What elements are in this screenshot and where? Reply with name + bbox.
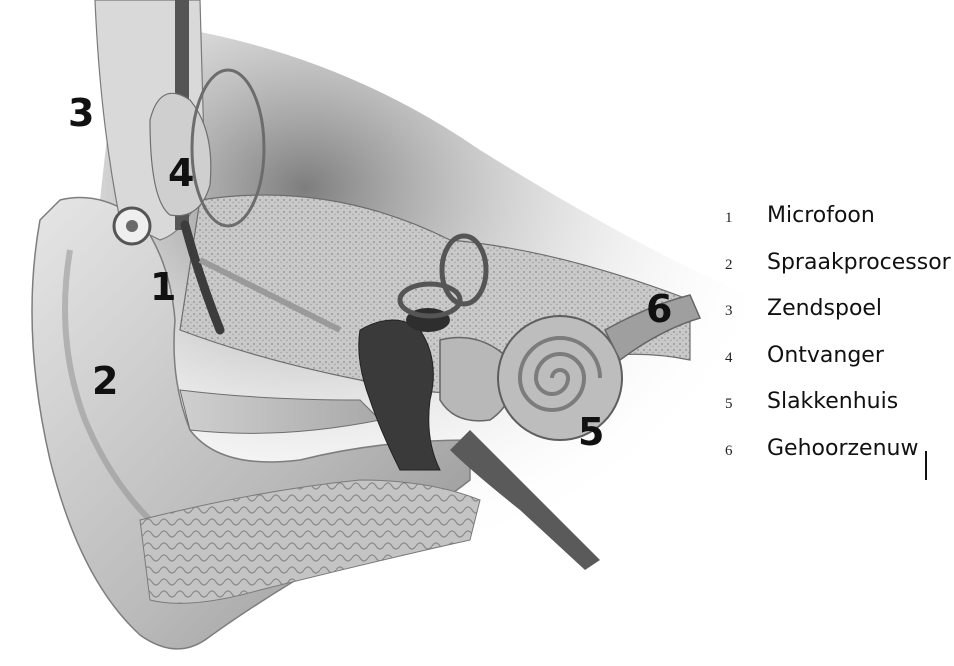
legend: 1 Microfoon 2 Spraakprocessor 3 Zendspoe… xyxy=(725,203,954,482)
legend-label: Ontvanger xyxy=(767,343,884,368)
legend-item: 1 Microfoon xyxy=(725,203,954,250)
text-cursor xyxy=(925,451,927,480)
callout-3: 3 xyxy=(68,91,94,135)
legend-number: 6 xyxy=(725,443,741,460)
callout-6: 6 xyxy=(646,287,672,331)
legend-number: 5 xyxy=(725,396,741,413)
legend-item: 2 Spraakprocessor xyxy=(725,250,954,297)
callout-1: 1 xyxy=(150,265,176,309)
legend-number: 1 xyxy=(725,210,741,227)
callout-5: 5 xyxy=(578,410,604,454)
legend-label: Gehoorzenuw xyxy=(767,436,918,461)
callout-2: 2 xyxy=(92,359,118,403)
legend-number: 3 xyxy=(725,303,741,320)
legend-item: 4 Ontvanger xyxy=(725,343,954,390)
legend-number: 4 xyxy=(725,350,741,367)
legend-item: 5 Slakkenhuis xyxy=(725,389,954,436)
legend-label: Spraakprocessor xyxy=(767,250,951,275)
legend-label: Slakkenhuis xyxy=(767,389,898,414)
legend-number: 2 xyxy=(725,257,741,274)
legend-item: 6 Gehoorzenuw xyxy=(725,436,954,483)
legend-label: Microfoon xyxy=(767,203,875,228)
legend-item: 3 Zendspoel xyxy=(725,296,954,343)
callout-4: 4 xyxy=(168,151,194,195)
legend-label: Zendspoel xyxy=(767,296,882,321)
